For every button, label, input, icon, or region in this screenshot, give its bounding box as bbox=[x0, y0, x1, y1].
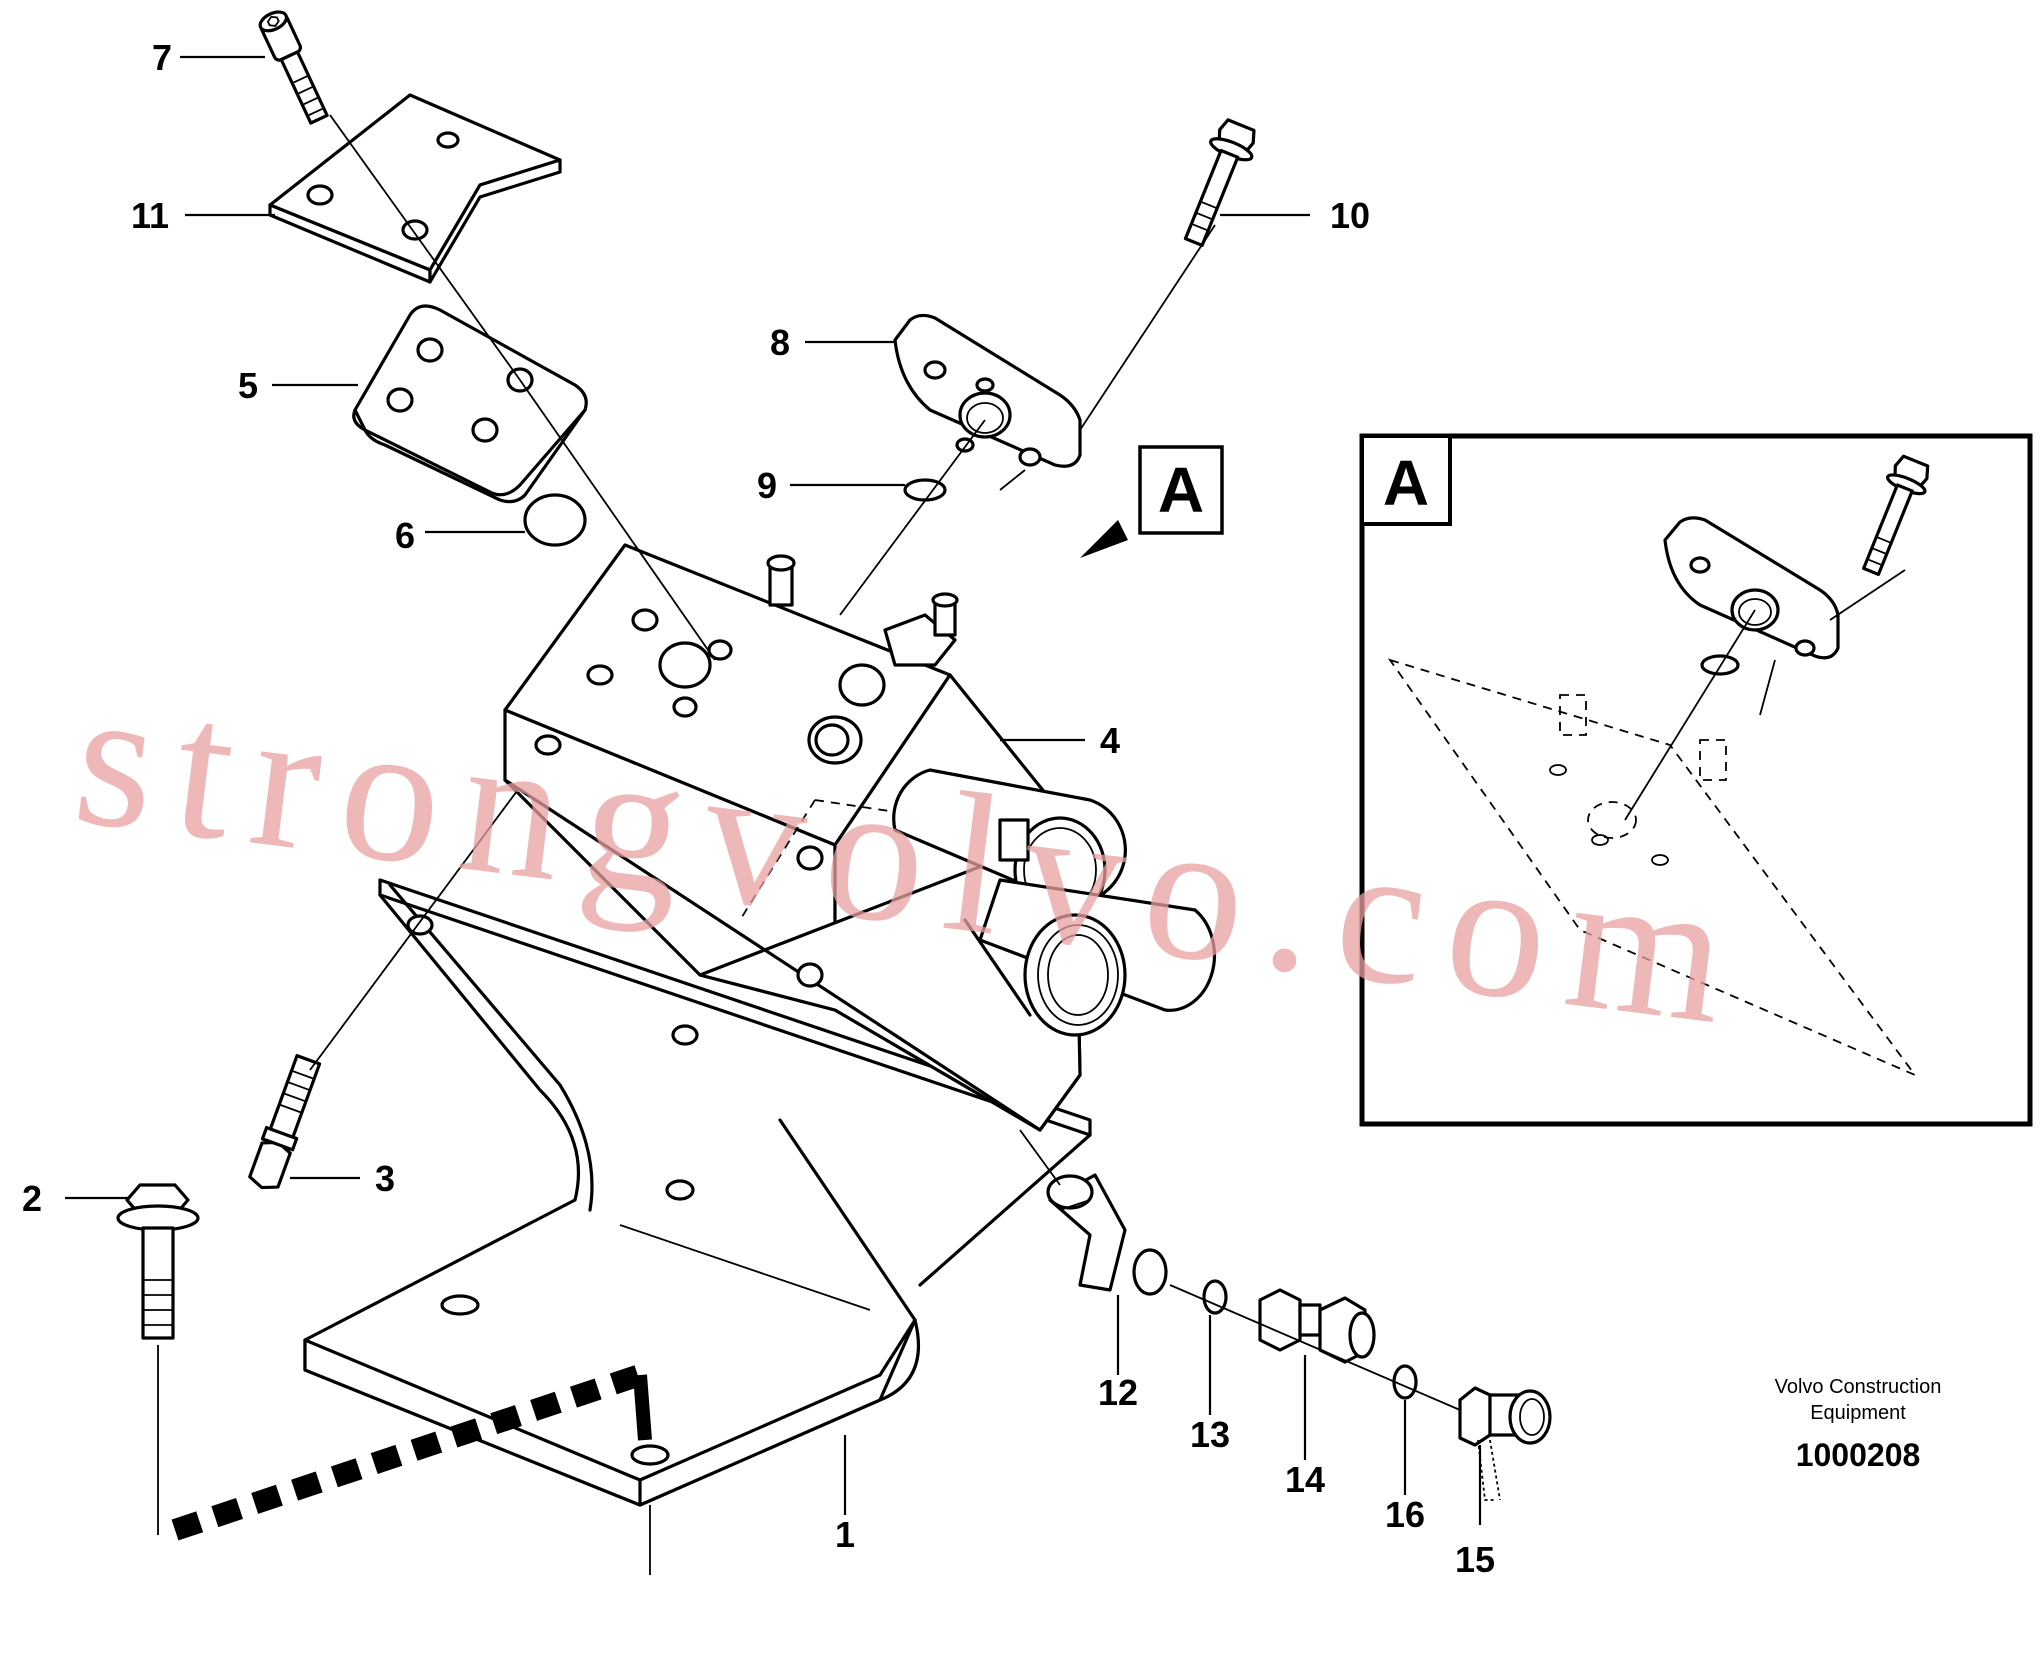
bolt-part-3 bbox=[248, 1054, 322, 1190]
callout-leaders bbox=[65, 55, 1482, 1525]
callout-10: 10 bbox=[1330, 195, 1370, 236]
o-ring-part-13 bbox=[1202, 1279, 1228, 1315]
bolt-part-10 bbox=[1183, 118, 1256, 247]
detail-view-a-label: A bbox=[1383, 447, 1429, 519]
callout-7: 7 bbox=[152, 37, 172, 78]
callout-11: 11 bbox=[131, 195, 169, 236]
callout-8: 8 bbox=[770, 322, 790, 363]
callout-2: 2 bbox=[22, 1178, 42, 1219]
detail-a-marker: A bbox=[1080, 445, 1224, 558]
detail-view-a: A bbox=[1359, 433, 2033, 1127]
callout-3: 3 bbox=[375, 1158, 395, 1199]
plate-part-5 bbox=[352, 304, 588, 504]
callout-14: 14 bbox=[1285, 1459, 1325, 1500]
callout-1: 1 bbox=[835, 1514, 855, 1555]
adapter-part-14 bbox=[1258, 1288, 1376, 1364]
callout-4: 4 bbox=[1100, 720, 1120, 761]
bracket-part-1 bbox=[303, 878, 1092, 1507]
detail-a-marker-label: A bbox=[1158, 454, 1204, 526]
callout-15: 15 bbox=[1455, 1539, 1495, 1580]
o-ring-part-6 bbox=[523, 493, 587, 547]
bolt-part-2 bbox=[116, 1183, 200, 1340]
test-coupling-part-15 bbox=[1458, 1386, 1552, 1501]
callout-16: 16 bbox=[1385, 1494, 1425, 1535]
elbow-fitting-part-12 bbox=[1046, 1173, 1168, 1296]
bolt-2-path bbox=[157, 1345, 652, 1575]
callout-13: 13 bbox=[1190, 1414, 1230, 1455]
title-block: Volvo Construction Equipment 1000208 bbox=[1775, 1376, 1942, 1473]
plate-part-11 bbox=[268, 93, 562, 284]
bolt-part-7 bbox=[258, 10, 329, 125]
callout-5: 5 bbox=[238, 365, 258, 406]
valve-block-part-4 bbox=[503, 543, 1217, 1132]
callout-9: 9 bbox=[757, 465, 777, 506]
company-name-line2: Equipment bbox=[1810, 1402, 1906, 1424]
flange-part-8 bbox=[893, 313, 1082, 468]
callout-6: 6 bbox=[395, 515, 415, 556]
callout-12: 12 bbox=[1098, 1372, 1138, 1413]
drawing-number: 1000208 bbox=[1796, 1437, 1921, 1473]
callout-labels: 7 11 5 6 10 8 9 4 2 3 1 12 13 14 16 15 bbox=[22, 37, 1495, 1580]
company-name-line1: Volvo Construction bbox=[1775, 1376, 1942, 1398]
